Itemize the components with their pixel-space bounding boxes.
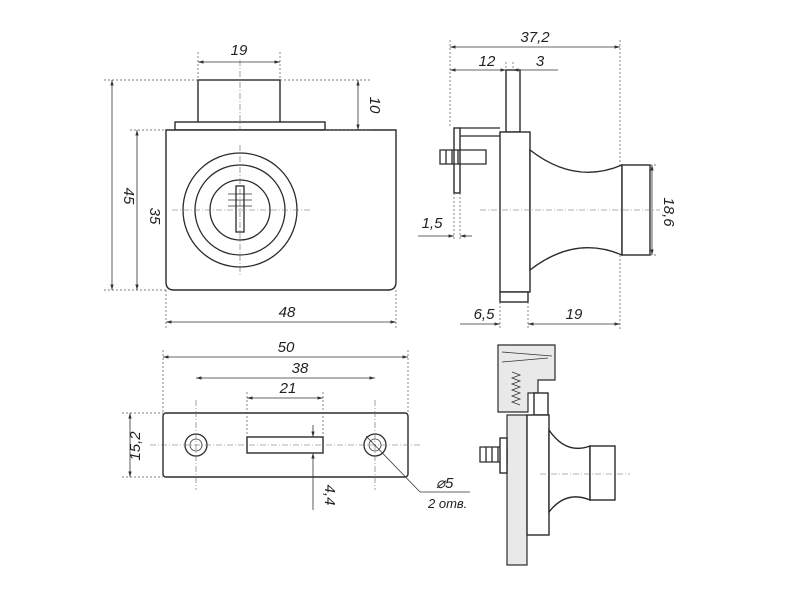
assembled-view	[479, 344, 630, 566]
side-view: 37,2 12 3 1,5 18,6 6,5 19	[418, 29, 677, 330]
dim-body-height: 35	[146, 208, 163, 225]
dim-top-height: 10	[366, 97, 383, 114]
dim-side-plate: 1,5	[422, 215, 444, 232]
front-view: 19 10 45 35 48	[104, 42, 397, 328]
assembled-knob	[548, 427, 591, 515]
lock-bolt-top	[197, 79, 281, 129]
dim-side-total: 37,2	[520, 29, 550, 46]
side-bolt	[505, 69, 521, 133]
dim-side-b: 3	[536, 53, 545, 70]
dim-plate-total: 50	[278, 339, 295, 356]
side-body	[499, 131, 531, 293]
side-plate	[453, 127, 461, 194]
dim-slot-height: 4,4	[321, 485, 338, 506]
dim-total-height: 45	[120, 188, 137, 205]
glass-door	[506, 414, 528, 566]
spring	[510, 371, 522, 406]
assembled-lock-body	[526, 414, 550, 536]
lock-flange	[174, 121, 326, 131]
dim-hole-count: 2 отв.	[427, 496, 467, 511]
dim-plate-slot: 21	[279, 380, 297, 397]
dim-side-bottom-a: 6,5	[474, 306, 496, 323]
dim-side-a: 12	[479, 53, 496, 70]
dim-side-bottom-b: 19	[566, 306, 583, 323]
dim-plate-height: 15,2	[127, 431, 144, 461]
dim-plate-holes: 38	[292, 360, 309, 377]
strike-plate-view: 50 38 21 15,2 4,4 ⌀5 2 отв.	[122, 339, 470, 511]
lock-body-front	[165, 129, 397, 291]
side-screw	[439, 149, 487, 165]
dim-hole-diameter: ⌀5	[436, 475, 454, 492]
dim-front-width: 48	[279, 304, 296, 321]
dim-knob-height: 18,6	[660, 197, 677, 227]
dim-top-width: 19	[231, 42, 248, 59]
